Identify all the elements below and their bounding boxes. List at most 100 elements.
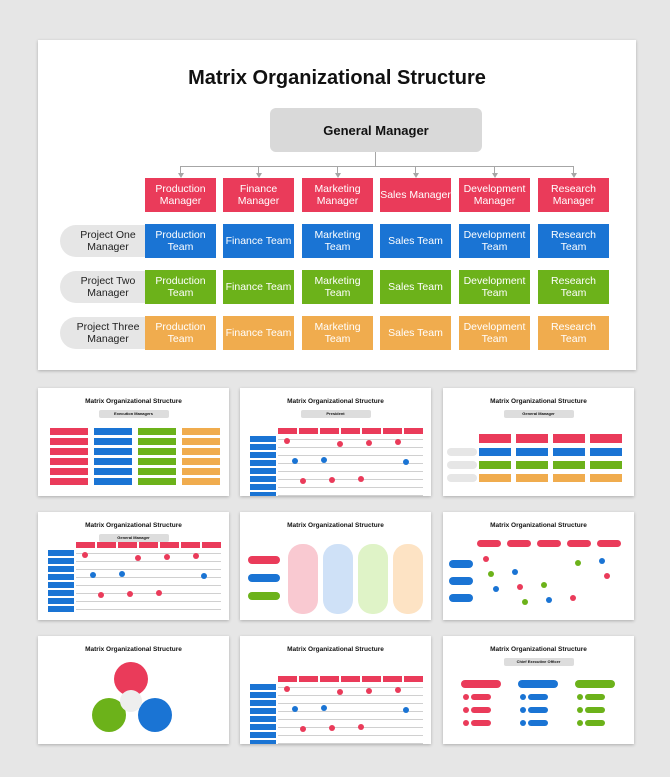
mini-header (362, 428, 381, 434)
mini-gridline (278, 711, 423, 712)
mini-cell (182, 428, 220, 435)
mini-dot (463, 720, 469, 726)
mini-dot (358, 476, 364, 482)
column-connector (337, 166, 338, 174)
template-thumbnail[interactable]: Matrix Organizational Structure (38, 636, 229, 744)
mini-header (404, 428, 423, 434)
functional-manager-box: Marketing Manager (302, 178, 373, 212)
mini-dot (599, 558, 605, 564)
mini-dot (98, 592, 104, 598)
mini-item (585, 707, 605, 713)
mini-dot (90, 572, 96, 578)
mini-gridline (278, 479, 423, 480)
mini-cell (138, 468, 176, 475)
mini-header (181, 542, 200, 548)
arrow-down-icon (178, 173, 184, 178)
mini-item (471, 694, 491, 700)
mini-item (471, 720, 491, 726)
mini-cell (590, 448, 622, 456)
mini-dot (284, 686, 290, 692)
mini-cell (553, 434, 585, 443)
mini-dot (119, 571, 125, 577)
mini-dot (358, 724, 364, 730)
thumbnail-title: Matrix Organizational Structure (490, 646, 587, 653)
thumbnail-header-box: Execution Managers (98, 410, 169, 418)
team-box: Finance Team (223, 270, 294, 304)
mini-header (160, 542, 179, 548)
mini-row-label (250, 740, 276, 744)
mini-header (383, 428, 402, 434)
mini-dot (164, 554, 170, 560)
mini-cell (182, 448, 220, 455)
mini-dot (483, 556, 489, 562)
mini-cell (553, 461, 585, 469)
team-box: Finance Team (223, 316, 294, 350)
mini-dot (337, 689, 343, 695)
mini-dot (201, 573, 207, 579)
mini-row (248, 574, 280, 582)
mini-item (585, 694, 605, 700)
column-connector (258, 166, 259, 174)
template-thumbnail[interactable]: Matrix Organizational Structure (240, 636, 431, 744)
template-thumbnail[interactable]: Matrix Organizational Structure (443, 512, 634, 620)
mini-dot (520, 694, 526, 700)
mini-gridline (278, 703, 423, 704)
functional-manager-box: Finance Manager (223, 178, 294, 212)
mini-dot (575, 560, 581, 566)
mini-cell (479, 474, 511, 482)
template-thumbnail[interactable]: Matrix Organizational Structure (240, 512, 431, 620)
mini-cell (94, 438, 132, 445)
thumbnail-title: Matrix Organizational Structure (287, 646, 384, 653)
mini-gridline (76, 601, 221, 602)
mini-cell (94, 428, 132, 435)
team-box: Development Team (459, 224, 530, 258)
mini-cell (516, 434, 548, 443)
mini-gridline (278, 743, 423, 744)
mini-dot (520, 707, 526, 713)
mini-dot (395, 439, 401, 445)
mini-column (288, 544, 318, 614)
mini-dot (366, 440, 372, 446)
functional-manager-box: Development Manager (459, 178, 530, 212)
mini-item (528, 694, 548, 700)
mini-cell (590, 461, 622, 469)
mini-dot (292, 458, 298, 464)
mini-header (299, 676, 318, 682)
mini-column (393, 544, 423, 614)
mini-dot (463, 707, 469, 713)
mini-cell (516, 448, 548, 456)
mini-cell (182, 478, 220, 485)
mini-gridline (278, 455, 423, 456)
mini-row (449, 594, 473, 602)
mini-row-label (250, 692, 276, 698)
mini-dot (488, 571, 494, 577)
mini-row-label (250, 436, 276, 442)
mini-dot (300, 478, 306, 484)
mini-row-label (48, 566, 74, 572)
column-connector (573, 166, 574, 174)
thumbnail-header-box: President (300, 410, 371, 418)
mini-cell (138, 478, 176, 485)
mini-dot (517, 584, 523, 590)
general-manager-box: General Manager (270, 108, 482, 152)
mini-dot (522, 599, 528, 605)
mini-header (575, 680, 615, 688)
mini-header (567, 540, 591, 547)
mini-row-label (250, 468, 276, 474)
mini-header (118, 542, 137, 548)
thumbnail-title: Matrix Organizational Structure (490, 398, 587, 405)
mini-gridline (76, 553, 221, 554)
mini-header (477, 540, 501, 547)
mini-gridline (76, 585, 221, 586)
mini-row-label (48, 590, 74, 596)
mini-dot (329, 725, 335, 731)
mini-item (528, 720, 548, 726)
functional-manager-box: Sales Manager (380, 178, 451, 212)
team-box: Finance Team (223, 224, 294, 258)
mini-cell (50, 428, 88, 435)
